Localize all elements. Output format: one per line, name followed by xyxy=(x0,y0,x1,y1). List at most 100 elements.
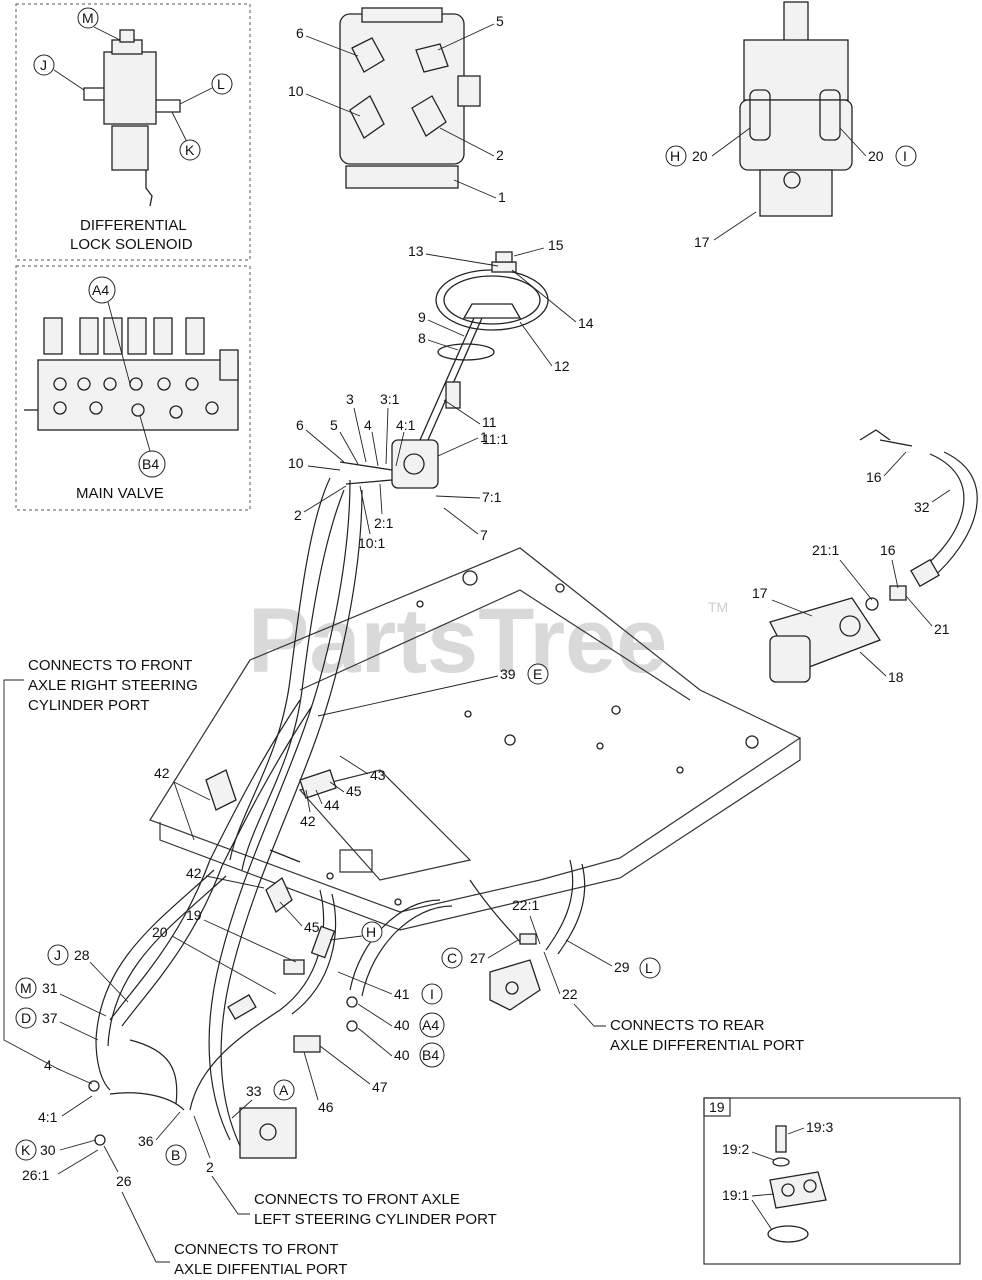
label-20-right: 20 xyxy=(868,148,884,164)
label-8: 8 xyxy=(418,330,426,346)
label-22-1: 22:1 xyxy=(512,897,539,913)
letter-d: D xyxy=(21,1010,31,1026)
caption-front-right-1: CONNECTS TO FRONT xyxy=(28,657,192,674)
hose-routing xyxy=(88,477,586,1159)
label-27: 27 xyxy=(470,950,486,966)
caption-lock-solenoid: LOCK SOLENOID xyxy=(70,236,193,253)
label-33: 33 xyxy=(246,1083,262,1099)
letter-m: M xyxy=(82,10,94,26)
label-12: 12 xyxy=(554,358,570,374)
caption-front-diff-1: CONNECTS TO FRONT xyxy=(174,1241,338,1258)
letter-b4-mid: B4 xyxy=(422,1047,439,1063)
letter-j-inset: J xyxy=(40,57,47,73)
steering-wheel-assembly: 13 15 14 12 9 8 11 11:1 xyxy=(408,237,594,447)
letter-k-inset: K xyxy=(185,142,195,158)
label-2-1: 2:1 xyxy=(374,515,394,531)
label-40-upper: 40 xyxy=(394,1017,410,1033)
label-6-top: 6 xyxy=(296,25,304,41)
label-40-lower: 40 xyxy=(394,1047,410,1063)
label-45-lower: 45 xyxy=(304,919,320,935)
label-3-1: 3:1 xyxy=(380,391,400,407)
letter-c: C xyxy=(447,950,457,966)
label-18: 18 xyxy=(888,669,904,685)
label-17-top: 17 xyxy=(694,234,710,250)
label-19-2: 19:2 xyxy=(722,1141,749,1157)
label-37: 37 xyxy=(42,1010,58,1026)
label-36: 36 xyxy=(138,1133,154,1149)
letter-a4-inset: A4 xyxy=(92,282,109,298)
label-17-right: 17 xyxy=(752,585,768,601)
label-10-1: 10:1 xyxy=(358,535,385,551)
label-16-upper: 16 xyxy=(866,469,882,485)
label-6-mid: 6 xyxy=(296,417,304,433)
label-42-lower: 42 xyxy=(186,865,202,881)
label-22: 22 xyxy=(562,986,578,1002)
letter-j-low: J xyxy=(54,947,61,963)
trademark-mark: TM xyxy=(708,599,728,615)
letter-a: A xyxy=(279,1082,289,1098)
label-19-3: 19:3 xyxy=(806,1119,833,1135)
callouts: 39 E 43 45 44 42 42 42 45 19 20 H C 27 2… xyxy=(3,657,804,1278)
main-valve-inset: A4 B4 MAIN VALVE xyxy=(15,265,251,511)
letter-b: B xyxy=(171,1147,180,1163)
letter-a4-mid: A4 xyxy=(422,1017,439,1033)
label-45-upper: 45 xyxy=(346,783,362,799)
label-4-mid: 4 xyxy=(364,417,372,433)
label-29: 29 xyxy=(614,959,630,975)
label-4-1-mid: 4:1 xyxy=(396,417,416,433)
letter-h-top: H xyxy=(670,148,680,164)
label-13: 13 xyxy=(408,243,424,259)
label-3: 3 xyxy=(346,391,354,407)
caption-front-left-1: CONNECTS TO FRONT AXLE xyxy=(254,1191,460,1208)
letter-i-mid: I xyxy=(430,986,434,1002)
label-21-1: 21:1 xyxy=(812,542,839,558)
label-21: 21 xyxy=(934,621,950,637)
letter-e: E xyxy=(533,666,542,682)
label-7-1: 7:1 xyxy=(482,489,502,505)
label-10-top: 10 xyxy=(288,83,304,99)
label-1-top: 1 xyxy=(498,189,506,205)
caption-rear-diff-1: CONNECTS TO REAR xyxy=(610,1017,765,1034)
letter-b4-inset: B4 xyxy=(142,456,159,472)
label-2-mid: 2 xyxy=(294,507,302,523)
label-28: 28 xyxy=(74,947,90,963)
letter-l-mid: L xyxy=(645,960,653,976)
pump-right-assembly: 16 32 21:1 16 17 21 18 xyxy=(752,429,978,685)
label-32: 32 xyxy=(914,499,930,515)
label-39: 39 xyxy=(500,666,516,682)
label-19-1: 19:1 xyxy=(722,1187,749,1203)
label-43: 43 xyxy=(370,767,386,783)
label-11-1: 11:1 xyxy=(482,431,508,447)
label-20-mid: 20 xyxy=(152,924,168,940)
label-26: 26 xyxy=(116,1173,132,1189)
partstree-watermark: PartsTree xyxy=(248,590,667,692)
letter-k-low: K xyxy=(21,1142,31,1158)
label-16-lower: 16 xyxy=(880,542,896,558)
label-42-mid: 42 xyxy=(300,813,316,829)
label-1-mid: 1 xyxy=(480,429,488,445)
label-4-1-low: 4:1 xyxy=(38,1109,58,1125)
inset-box-label: 19 xyxy=(709,1099,725,1115)
label-47: 47 xyxy=(372,1079,388,1095)
label-42-upper: 42 xyxy=(154,765,170,781)
label-41: 41 xyxy=(394,986,410,1002)
pump-top-right: H 20 20 I 17 xyxy=(665,1,917,250)
label-7: 7 xyxy=(480,527,488,543)
caption-main-valve: MAIN VALVE xyxy=(76,485,164,502)
label-44: 44 xyxy=(324,797,340,813)
label-4-low: 4 xyxy=(44,1057,52,1073)
label-5-top: 5 xyxy=(496,13,504,29)
steering-valve-top: 6 5 10 2 1 xyxy=(288,7,506,205)
label-15: 15 xyxy=(548,237,564,253)
caption-front-right-2: AXLE RIGHT STEERING xyxy=(28,677,198,694)
label-31: 31 xyxy=(42,980,58,996)
item-19-inset: 19 19:3 19:2 19:1 xyxy=(703,1097,961,1265)
label-20-left: 20 xyxy=(692,148,708,164)
label-46: 46 xyxy=(318,1099,334,1115)
label-2-top: 2 xyxy=(496,147,504,163)
label-19: 19 xyxy=(186,907,202,923)
caption-front-right-3: CYLINDER PORT xyxy=(28,697,149,714)
letter-m-low: M xyxy=(20,980,32,996)
label-5-mid: 5 xyxy=(330,417,338,433)
